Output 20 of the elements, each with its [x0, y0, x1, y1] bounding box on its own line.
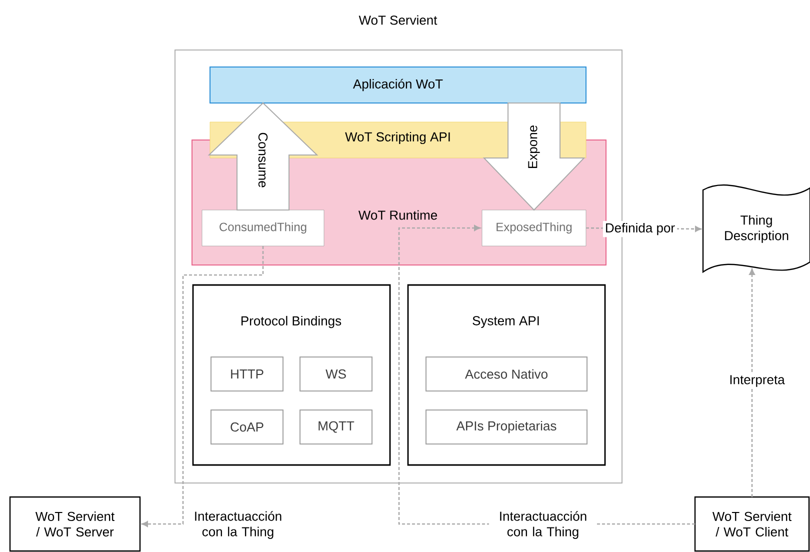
object-box: ConsumedThing	[202, 210, 324, 246]
edge-label: Interactuacción con la Thing	[489, 509, 597, 541]
edge-label: Definida por	[602, 220, 678, 238]
edge-label: Interpreta	[727, 373, 787, 389]
layer-bar: Aplicación WoT	[210, 66, 586, 104]
arrow	[142, 246, 264, 527]
edge-label: Interactuacción con la Thing	[184, 509, 292, 541]
block-arrow	[482, 102, 586, 211]
component-box: WS	[300, 356, 372, 392]
arrow	[749, 268, 755, 497]
component-box: MQTT	[300, 410, 372, 444]
node-label: WoT Servient	[358, 15, 438, 25]
component-box: APIs Propietarias	[426, 410, 588, 444]
process-box: WoT Servient / WoT Client	[694, 496, 810, 552]
component-box: Acceso Nativo	[426, 356, 588, 392]
component-box: CoAP	[210, 410, 284, 444]
component-box: HTTP	[210, 356, 284, 392]
process-box: WoT Servient / WoT Server	[9, 496, 141, 552]
block-arrow	[208, 102, 318, 210]
object-box: ExposedThing	[482, 210, 586, 246]
